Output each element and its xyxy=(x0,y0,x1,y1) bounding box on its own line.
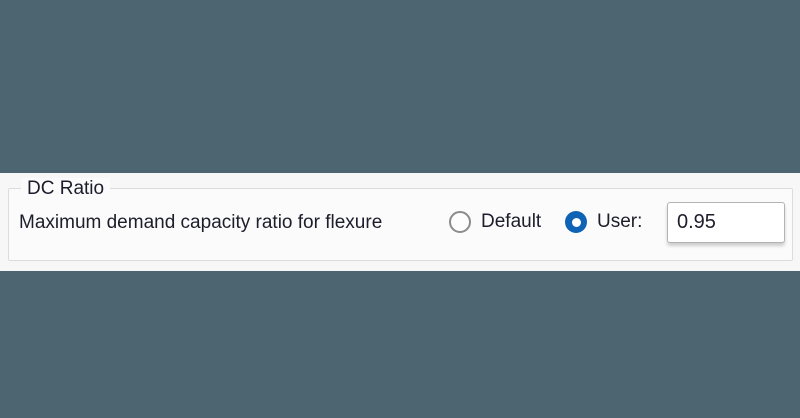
radio-default-circle[interactable] xyxy=(449,211,471,233)
radio-user-dot xyxy=(571,217,581,227)
radio-user-circle[interactable] xyxy=(565,211,587,233)
user-value-input[interactable] xyxy=(667,202,785,243)
radio-user-label[interactable]: User: xyxy=(597,211,643,232)
dc-ratio-groupbox-title: DC Ratio xyxy=(21,178,111,200)
settings-panel: DC Ratio Maximum demand capacity ratio f… xyxy=(0,173,800,271)
radio-default-label[interactable]: Default xyxy=(481,211,542,232)
radio-default-dot xyxy=(456,218,465,227)
radio-user[interactable]: User: xyxy=(565,211,642,233)
dc-ratio-groupbox: DC Ratio Maximum demand capacity ratio f… xyxy=(8,178,793,261)
radio-default[interactable]: Default xyxy=(449,211,541,233)
max-demand-capacity-label: Maximum demand capacity ratio for flexur… xyxy=(19,212,383,233)
